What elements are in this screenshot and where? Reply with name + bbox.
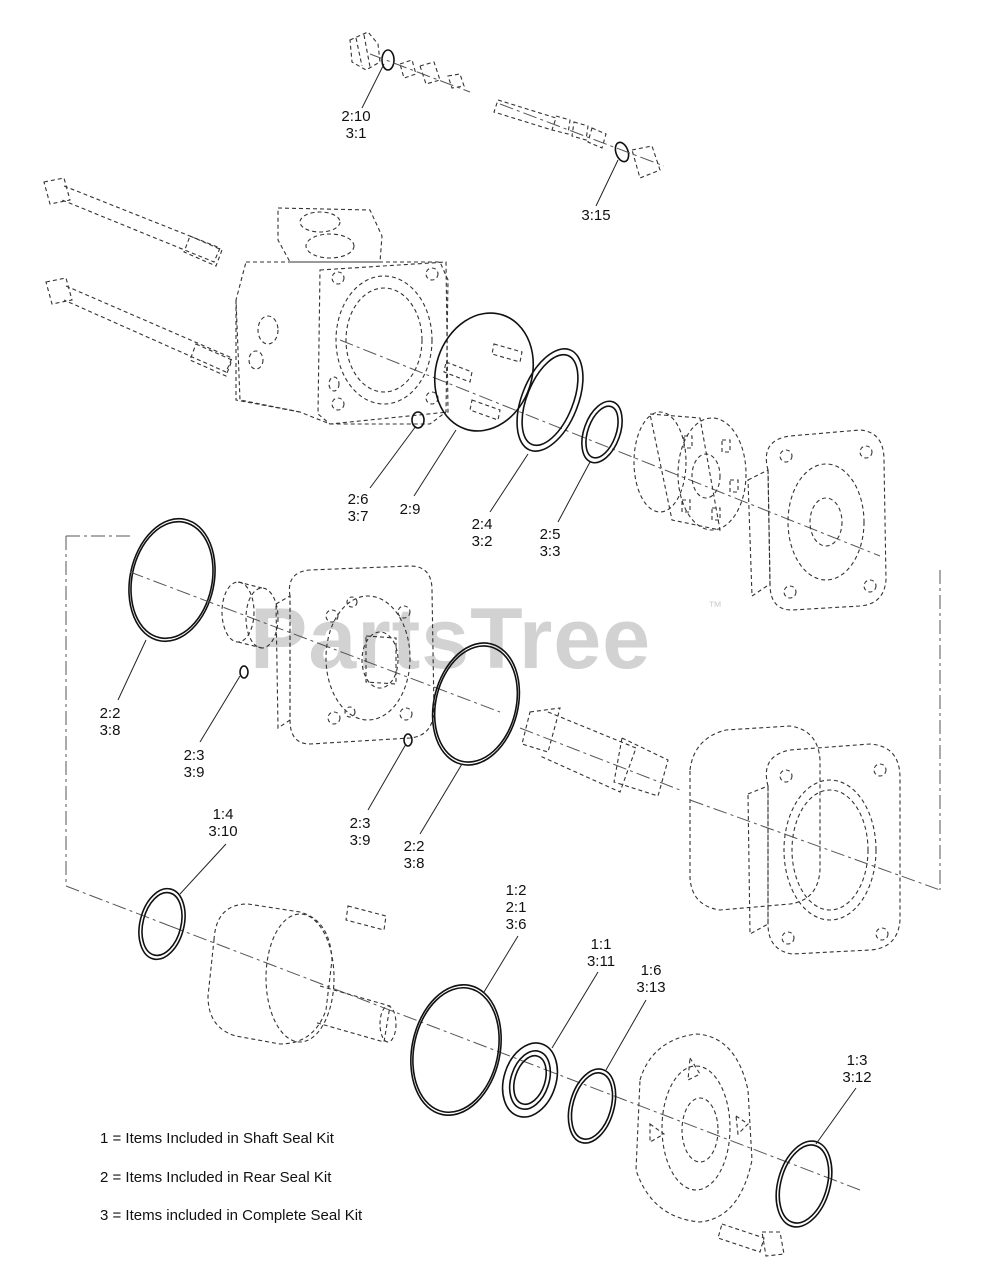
gerotor-housing-part bbox=[275, 565, 435, 745]
drive-link-part bbox=[519, 707, 681, 797]
commutator-seal-2-9 bbox=[433, 312, 535, 432]
end-cap-part bbox=[747, 429, 887, 611]
relief-valve-spool-part bbox=[493, 99, 665, 179]
cover-bolt-part bbox=[717, 1223, 785, 1257]
key-part bbox=[345, 905, 387, 931]
commutator-part bbox=[633, 411, 747, 531]
o-ring-1-2 bbox=[410, 983, 502, 1117]
o-ring-1-4 bbox=[138, 887, 186, 961]
watermark-trademark: ™ bbox=[708, 598, 722, 614]
small-o-ring-2-3-left bbox=[239, 665, 249, 679]
legend-shaft-seal-kit: 1 = Items Included in Shaft Seal Kit bbox=[100, 1130, 334, 1147]
shaft-seal-1-1 bbox=[501, 1042, 559, 1118]
callout-label: 3:15 bbox=[581, 207, 611, 224]
leader-lines bbox=[117, 63, 857, 1145]
backup-ring-1-6 bbox=[567, 1068, 617, 1144]
bearing-housing-part bbox=[689, 725, 901, 955]
front-cover-part bbox=[635, 1033, 753, 1223]
dust-seal-1-3 bbox=[775, 1140, 833, 1228]
rear-housing-part bbox=[235, 207, 449, 425]
housing-bolts-part bbox=[43, 177, 233, 377]
legend-complete-seal-kit: 3 = Items included in Complete Seal Kit bbox=[100, 1207, 363, 1224]
large-o-ring-2-2-right bbox=[431, 642, 521, 766]
output-shaft-part bbox=[207, 903, 397, 1045]
gerotor-star-part bbox=[221, 581, 279, 649]
small-o-ring-2-6 bbox=[411, 411, 425, 429]
legend-rear-seal-kit: 2 = Items Included in Rear Seal Kit bbox=[100, 1169, 332, 1186]
ring-seal-2-4 bbox=[516, 348, 584, 452]
callout-label: 2:9 bbox=[399, 501, 421, 518]
watermark: PartsTree bbox=[250, 591, 652, 687]
small-o-ring-2-3-right bbox=[403, 733, 413, 747]
large-o-ring-2-2-left bbox=[128, 517, 216, 643]
ring-seal-2-5 bbox=[581, 400, 623, 464]
relief-valve-plug-part bbox=[349, 31, 471, 93]
